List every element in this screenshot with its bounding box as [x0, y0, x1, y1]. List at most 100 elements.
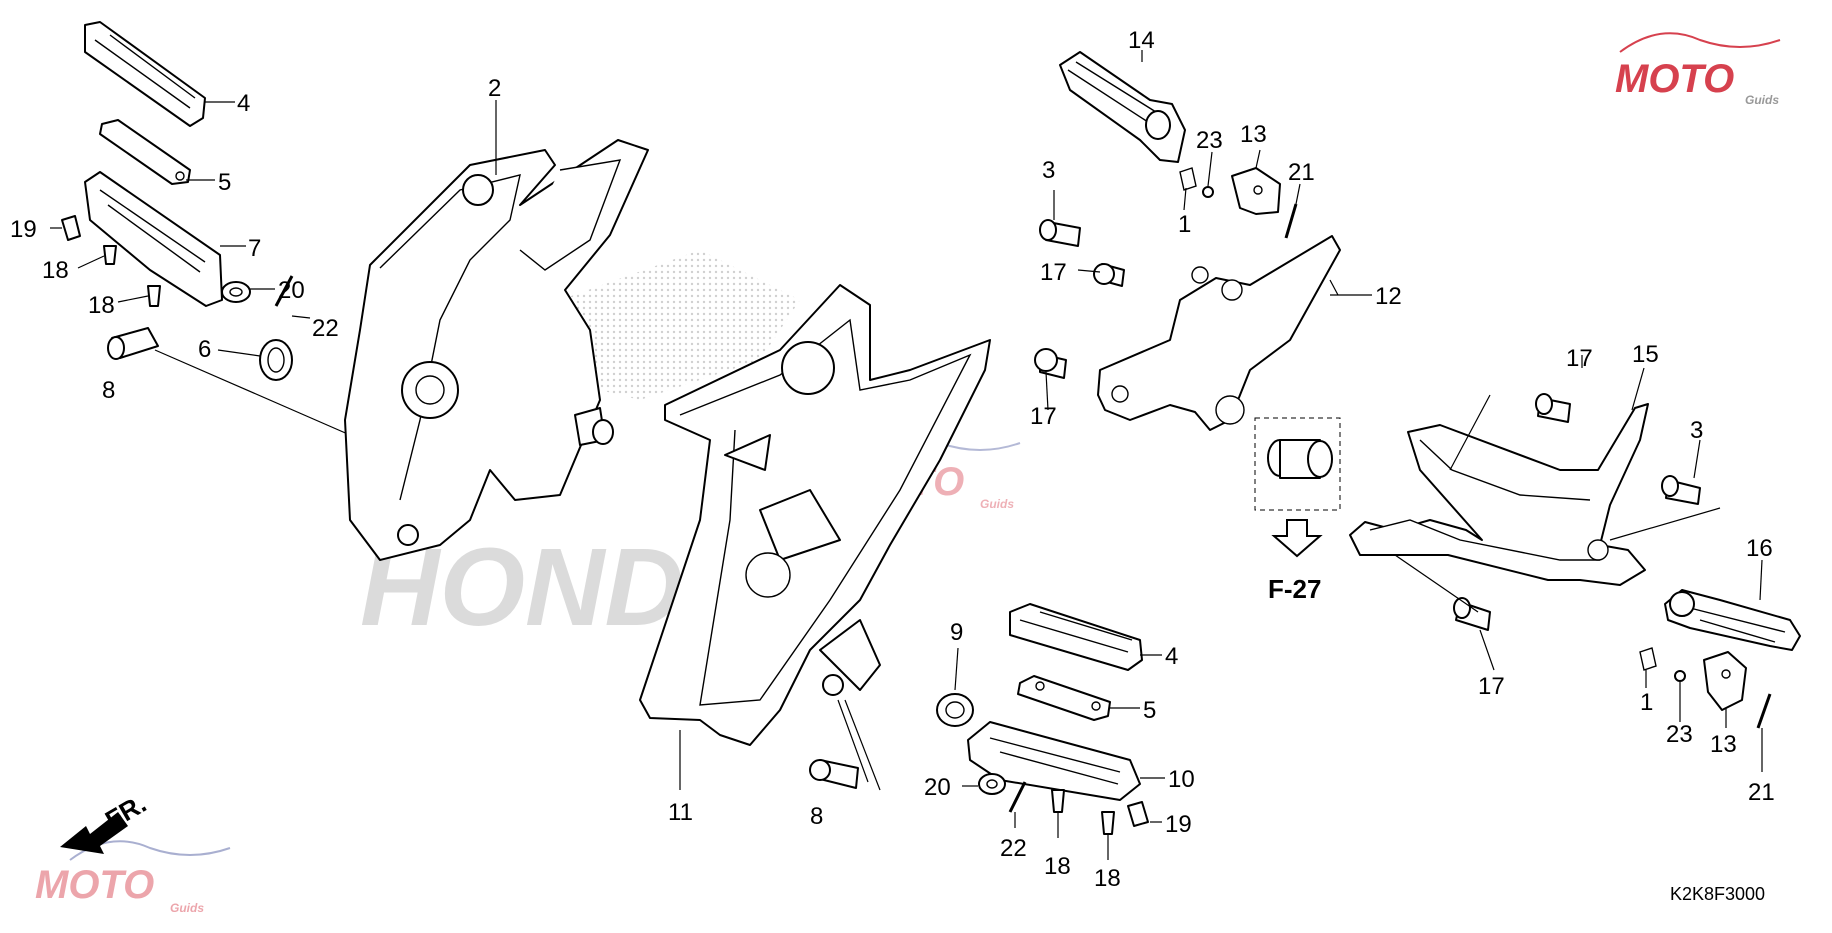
washer-20-center — [978, 773, 1006, 795]
screw-18-center-b — [1101, 811, 1115, 835]
footpeg-rubber-4-center — [1009, 603, 1143, 671]
callout-8: 8 — [102, 377, 115, 404]
callout-19: 19 — [10, 216, 37, 243]
callout-18: 18 — [42, 257, 69, 284]
callout-23: 23 — [1666, 721, 1693, 748]
reference-arrow — [1271, 519, 1323, 558]
moto-brand-text: MOTO — [35, 863, 154, 907]
leader-8-center-a — [837, 699, 869, 783]
callout-12: 12 — [1375, 283, 1402, 310]
washer-20-left — [221, 281, 251, 303]
bolt-19-left — [61, 215, 81, 241]
callout-13: 13 — [1240, 121, 1267, 148]
moto-brand-text: MOTO — [1615, 57, 1734, 101]
callout-17: 17 — [1566, 345, 1593, 372]
leader-8-center-b — [844, 699, 881, 791]
callout-17: 17 — [1040, 259, 1067, 286]
callout-17: 17 — [1478, 673, 1505, 700]
ball-23-top — [1202, 186, 1214, 198]
bolt-17-right-b — [1453, 597, 1491, 631]
step-holder-2 — [344, 139, 649, 561]
bolt-17-right-a — [1535, 393, 1571, 423]
spring-1-bottom — [1639, 647, 1657, 671]
callout-13: 13 — [1710, 731, 1737, 758]
screw-18-left-a — [103, 245, 117, 265]
screw-18-left-b — [147, 285, 161, 307]
bracket-12 — [1097, 235, 1341, 431]
callout-3: 3 — [1042, 157, 1055, 184]
callout-8: 8 — [810, 803, 823, 830]
leader-lines — [50, 50, 1763, 860]
moto-guids-watermark-bottom: MOTO Guids — [35, 840, 231, 915]
spring-9 — [936, 693, 974, 727]
pin-8-center — [809, 759, 859, 789]
bolt-3-top — [1039, 219, 1081, 247]
ball-23-bottom — [1674, 670, 1686, 682]
leader-3-right — [1609, 507, 1721, 541]
callout-18: 18 — [1044, 853, 1071, 880]
pin-21-top — [1284, 203, 1298, 239]
moto-guids-watermark-top: MOTO Guids — [1615, 32, 1781, 107]
footpeg-rubber-4-left — [84, 21, 206, 127]
callout-9: 9 — [950, 619, 963, 646]
callout-11: 11 — [668, 799, 693, 826]
pin-22-left — [274, 275, 294, 307]
callout-1: 1 — [1640, 689, 1653, 716]
callout-labels: 4 5 7 19 18 18 20 22 6 8 2 11 8 9 4 5 10… — [10, 27, 1775, 904]
pin-21-bottom — [1756, 693, 1772, 729]
callout-4: 4 — [237, 90, 250, 117]
callout-2: 2 — [488, 75, 501, 102]
guids-sub-text: Guids — [980, 497, 1014, 511]
footpeg-10 — [967, 721, 1141, 801]
footpeg-14 — [1059, 51, 1186, 163]
callout-1: 1 — [1178, 211, 1191, 238]
callout-21: 21 — [1288, 159, 1315, 186]
footpeg-16 — [1664, 589, 1801, 651]
bolt-17-top-a — [1093, 263, 1125, 287]
bolt-19-center — [1127, 801, 1149, 827]
callout-3: 3 — [1690, 417, 1703, 444]
leader-8-left — [154, 349, 351, 436]
callout-15: 15 — [1632, 341, 1659, 368]
callout-14: 14 — [1128, 27, 1155, 54]
callout-4: 4 — [1165, 643, 1178, 670]
callout-19: 19 — [1165, 811, 1192, 838]
pin-22-center — [1008, 781, 1027, 813]
callout-7: 7 — [248, 235, 261, 262]
plate-13-bottom — [1703, 651, 1747, 711]
callout-5: 5 — [218, 169, 231, 196]
plate-5-left — [99, 119, 191, 185]
callout-5: 5 — [1143, 697, 1156, 724]
callout-18: 18 — [1094, 865, 1121, 892]
callout-20: 20 — [924, 774, 951, 801]
callout-21: 21 — [1748, 779, 1775, 806]
spring-6-left — [259, 339, 293, 381]
screw-18-center-a — [1051, 789, 1065, 813]
callout-23: 23 — [1196, 127, 1223, 154]
callout-16: 16 — [1746, 535, 1773, 562]
dashed-detail-box — [1254, 417, 1341, 511]
cover-11 — [639, 284, 991, 746]
guids-sub-text: Guids — [170, 901, 204, 915]
holder-15 — [1349, 403, 1649, 586]
callout-22: 22 — [312, 315, 339, 342]
callout-10: 10 — [1168, 766, 1195, 793]
footpeg-7-left — [84, 171, 223, 307]
callout-6: 6 — [198, 336, 211, 363]
leader-17-right-b — [1394, 554, 1479, 613]
plate-13-top — [1231, 167, 1281, 215]
plate-5-center — [1017, 675, 1111, 721]
guids-sub-text: Guids — [1745, 93, 1779, 107]
callout-22: 22 — [1000, 835, 1027, 862]
bolt-17-top-b — [1034, 348, 1067, 379]
leader-17-right-a — [1449, 394, 1491, 471]
pin-8-left — [107, 327, 159, 360]
callout-17: 17 — [1030, 403, 1057, 430]
callout-18: 18 — [88, 292, 115, 319]
spring-1-top — [1179, 167, 1197, 191]
bolt-3-right — [1661, 475, 1701, 505]
reference-label: F-27 — [1268, 574, 1321, 604]
callout-20: 20 — [278, 277, 305, 304]
diagram-code: K2K8F3000 — [1670, 884, 1765, 904]
